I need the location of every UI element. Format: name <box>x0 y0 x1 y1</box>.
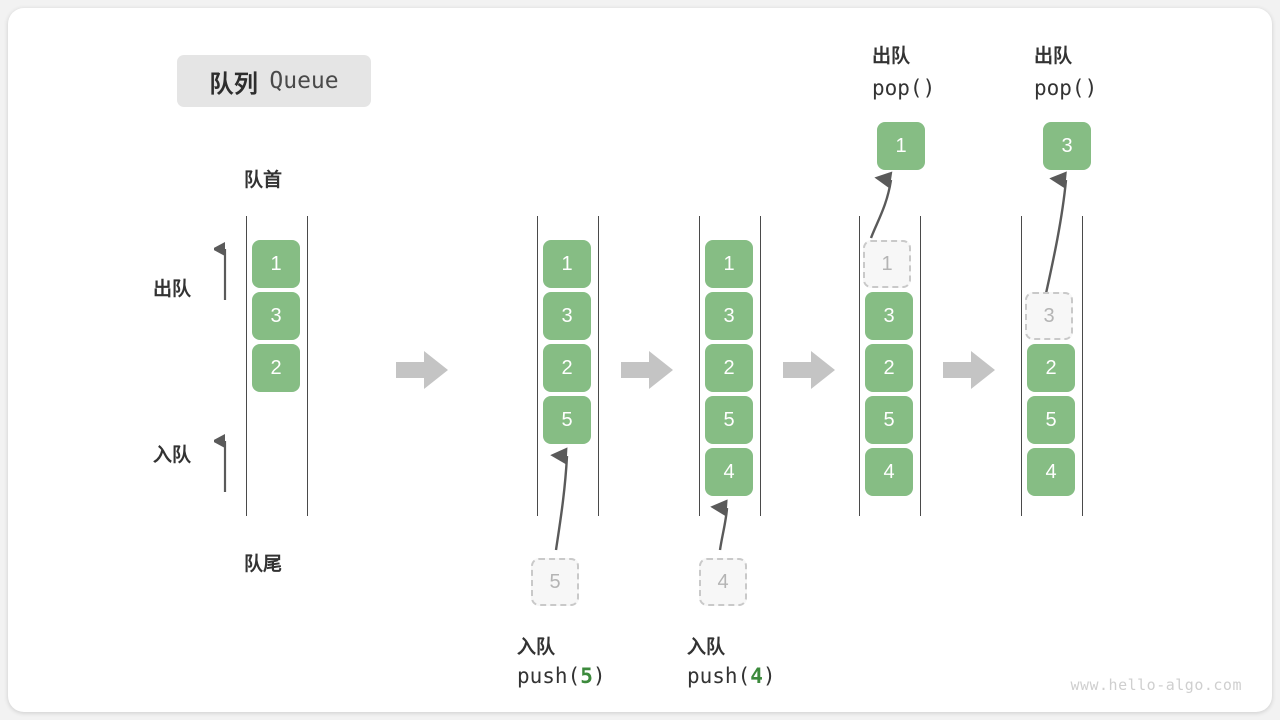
step-arrow-icon <box>396 351 448 389</box>
header-code-pop-1: pop() <box>872 76 936 100</box>
step-arrow-icon <box>621 351 673 389</box>
code-suffix: ) <box>762 664 776 688</box>
queue-item: 3 <box>543 292 591 340</box>
queue-rail-right-5 <box>1082 216 1083 516</box>
queue-rail-left-1 <box>246 216 247 516</box>
diagram-title-badge: 队列 Queue <box>177 55 371 107</box>
header-dequeue-1: 出队 <box>872 46 911 67</box>
title-chinese: 队列 <box>209 70 259 98</box>
incoming-item-ghost: 5 <box>531 558 579 606</box>
queue-item: 3 <box>705 292 753 340</box>
queue-rail-left-2 <box>537 216 538 516</box>
queue-item-ghost: 3 <box>1025 292 1073 340</box>
popped-item: 1 <box>877 122 925 170</box>
tail-label: 队尾 <box>244 554 283 575</box>
step-arrow-icon <box>783 351 835 389</box>
queue-item: 1 <box>705 240 753 288</box>
queue-item: 2 <box>865 344 913 392</box>
queue-rail-right-4 <box>920 216 921 516</box>
caption-code-push-4: push(4) <box>687 664 776 688</box>
queue-item: 5 <box>865 396 913 444</box>
queue-rail-left-4 <box>859 216 860 516</box>
queue-item: 1 <box>252 240 300 288</box>
caption-enqueue-4: 入队 <box>687 637 726 658</box>
queue-item-ghost: 1 <box>863 240 911 288</box>
queue-rail-right-1 <box>307 216 308 516</box>
code-prefix: push( <box>687 664 751 688</box>
code-arg: 4 <box>750 664 763 688</box>
queue-item: 1 <box>543 240 591 288</box>
enqueue-direction-label: 入队 <box>153 445 192 466</box>
enqueue-direction-arrow <box>214 433 227 492</box>
watermark: www.hello-algo.com <box>1070 676 1242 694</box>
queue-item: 5 <box>543 396 591 444</box>
caption-code-push-5: push(5) <box>517 664 606 688</box>
queue-rail-left-5 <box>1021 216 1022 516</box>
code-suffix: ) <box>592 664 606 688</box>
queue-item: 2 <box>705 344 753 392</box>
code-arg: 5 <box>580 664 593 688</box>
header-dequeue-2: 出队 <box>1034 46 1073 67</box>
queue-item: 5 <box>1027 396 1075 444</box>
push-arrow-4 <box>710 499 729 551</box>
header-code-pop-2: pop() <box>1034 76 1098 100</box>
queue-item: 4 <box>1027 448 1075 496</box>
title-english: Queue <box>269 68 339 94</box>
pop-arrow-1 <box>869 171 893 239</box>
dequeue-direction-label: 出队 <box>153 279 192 300</box>
queue-rail-left-3 <box>699 216 700 516</box>
dequeue-direction-arrow <box>214 241 227 300</box>
queue-item: 3 <box>252 292 300 340</box>
queue-item: 2 <box>252 344 300 392</box>
queue-item: 4 <box>705 448 753 496</box>
pop-arrow-3 <box>1043 171 1068 299</box>
code-prefix: push( <box>517 664 581 688</box>
step-arrow-icon <box>943 351 995 389</box>
caption-enqueue-5: 入队 <box>517 637 556 658</box>
queue-rail-right-3 <box>760 216 761 516</box>
push-arrow-5 <box>550 447 569 551</box>
head-label: 队首 <box>244 170 283 191</box>
diagram-card: 队列 Queue 队首 出队 入队 1 3 2 队尾 <box>8 8 1272 712</box>
queue-rail-right-2 <box>598 216 599 516</box>
queue-item: 2 <box>543 344 591 392</box>
queue-item: 3 <box>865 292 913 340</box>
queue-item: 5 <box>705 396 753 444</box>
popped-item: 3 <box>1043 122 1091 170</box>
incoming-item-ghost: 4 <box>699 558 747 606</box>
queue-item: 2 <box>1027 344 1075 392</box>
queue-item: 4 <box>865 448 913 496</box>
